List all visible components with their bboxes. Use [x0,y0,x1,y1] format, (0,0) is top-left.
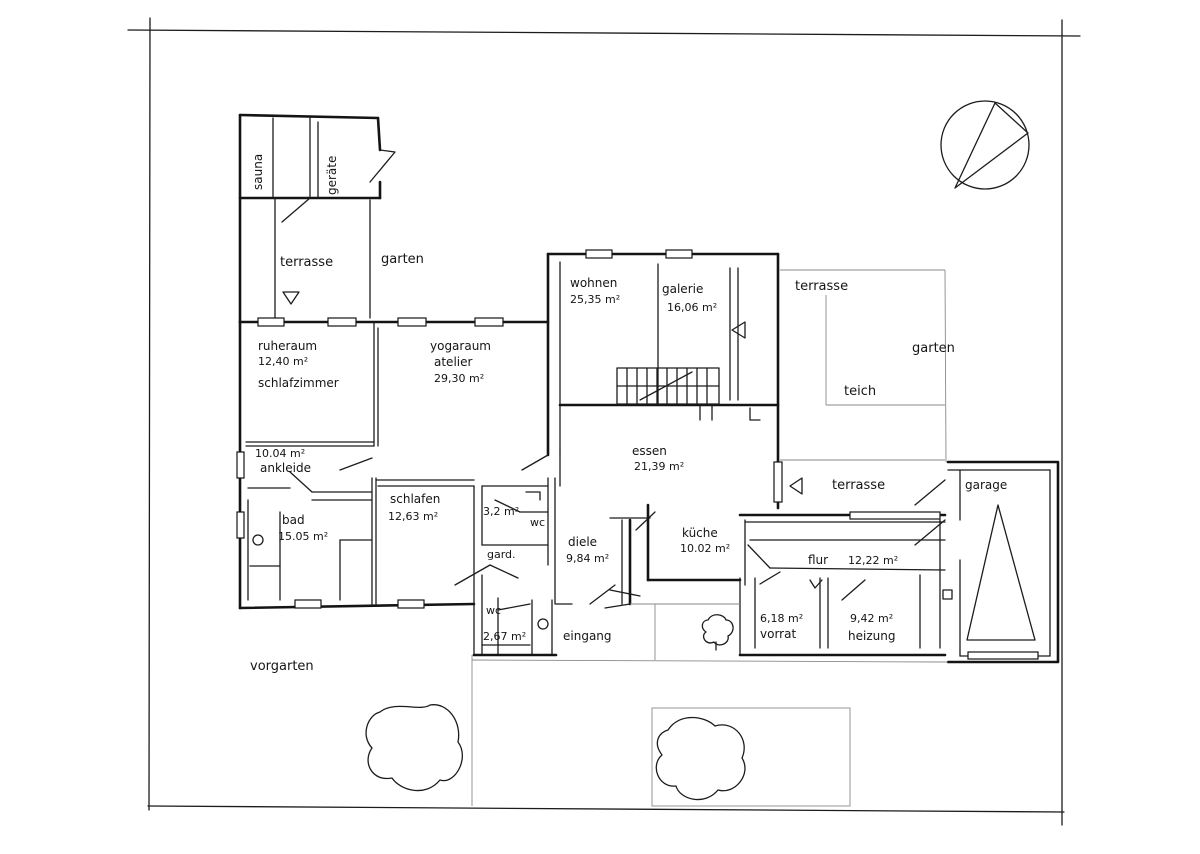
label-garten-ne: garten [912,341,955,356]
label-ankleide: ankleide [260,461,311,475]
label-sauna: sauna [251,154,265,190]
plot-boundary [127,17,1081,826]
terrasse-nw-outline [238,196,371,324]
label-garderobe: gard. [487,548,516,561]
label-terrasse-e: terrasse [832,478,885,493]
room-labels: sauna geräte terrasse garten ruheraum 12… [250,154,1007,674]
east-terrace-outlines [780,269,945,495]
label-wc-1: wc [530,516,545,529]
label-vorrat: vorrat [760,627,796,641]
label-ruheraum-area: 12,40 m² [258,355,308,368]
label-teich: teich [844,384,876,399]
label-bad: bad [282,513,305,527]
label-bad-area: 15.05 m² [278,530,328,543]
tree-icon [365,704,463,792]
label-terrasse-nw: terrasse [280,255,333,270]
label-schlafen-area: 12,63 m² [388,510,438,523]
label-galerie-area: 16,06 m² [667,301,717,314]
label-wohnen: wohnen [570,276,617,290]
label-geraete: geräte [325,156,339,195]
label-yogaraum-area: 29,30 m² [434,372,484,385]
label-wc-2-area: 2,67 m² [483,630,526,643]
windows [236,249,1039,660]
label-small-area: 3,2 m² [483,505,519,518]
label-vorgarten: vorgarten [250,659,314,674]
label-garage: garage [965,478,1007,492]
label-ruheraum: ruheraum [258,339,317,353]
label-flur-area: 12,22 m² [848,554,898,567]
label-essen-area: 21,39 m² [634,460,684,473]
label-yogaraum: yogaraum [430,339,491,353]
label-diele-area: 9,84 m² [566,552,609,565]
label-vorrat-area: 6,18 m² [760,612,803,625]
label-galerie: galerie [662,282,703,296]
label-kueche: küche [682,526,718,540]
label-terrasse-ne: terrasse [795,279,848,294]
label-eingang: eingang [563,629,612,643]
label-heizung: heizung [848,629,895,643]
bush-icon [701,614,734,651]
label-essen: essen [632,444,667,458]
label-flur: flur [808,553,828,567]
north-arrow-icon [940,100,1030,190]
label-wohnen-area: 25,35 m² [570,293,620,306]
label-schlafzimmer: schlafzimmer [258,376,339,390]
tree-icon [655,716,746,801]
center-walls [454,252,780,657]
label-schlafen: schlafen [390,492,440,506]
label-garten-nw: garten [381,252,424,267]
front-yard-lines [471,603,948,807]
label-atelier: atelier [434,355,472,369]
label-wc-2: wc [486,604,501,617]
label-diele: diele [568,535,597,549]
label-heizung-area: 9,42 m² [850,612,893,625]
garage-outline [914,460,1060,664]
label-kueche-area: 10.02 m² [680,542,730,555]
label-ankleide-area: 10.04 m² [255,447,305,460]
staircase [616,367,720,405]
